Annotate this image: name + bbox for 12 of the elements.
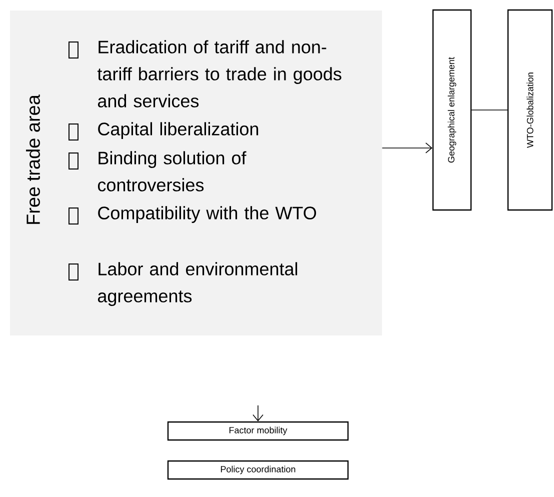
list-item: Binding solution of controversies [98,151,246,192]
arrow [382,142,432,154]
process-box: WTO-Globalization [507,9,553,211]
process-box: Geographical enlargement [432,9,472,211]
process-box: Factor mobility [167,421,349,441]
arrow [252,404,264,422]
process-box: Policy coordination [167,460,349,480]
list-item: Eradication of tariff and non-tariff barriers to trade in goods and services [97,40,342,108]
list-item: Compatibility with the WTO [98,206,316,223]
panel-heading: Free trade area [26,94,40,224]
list-item: Capital liberalization [98,122,258,139]
list-item: Labor and environmental agreements [98,262,298,306]
